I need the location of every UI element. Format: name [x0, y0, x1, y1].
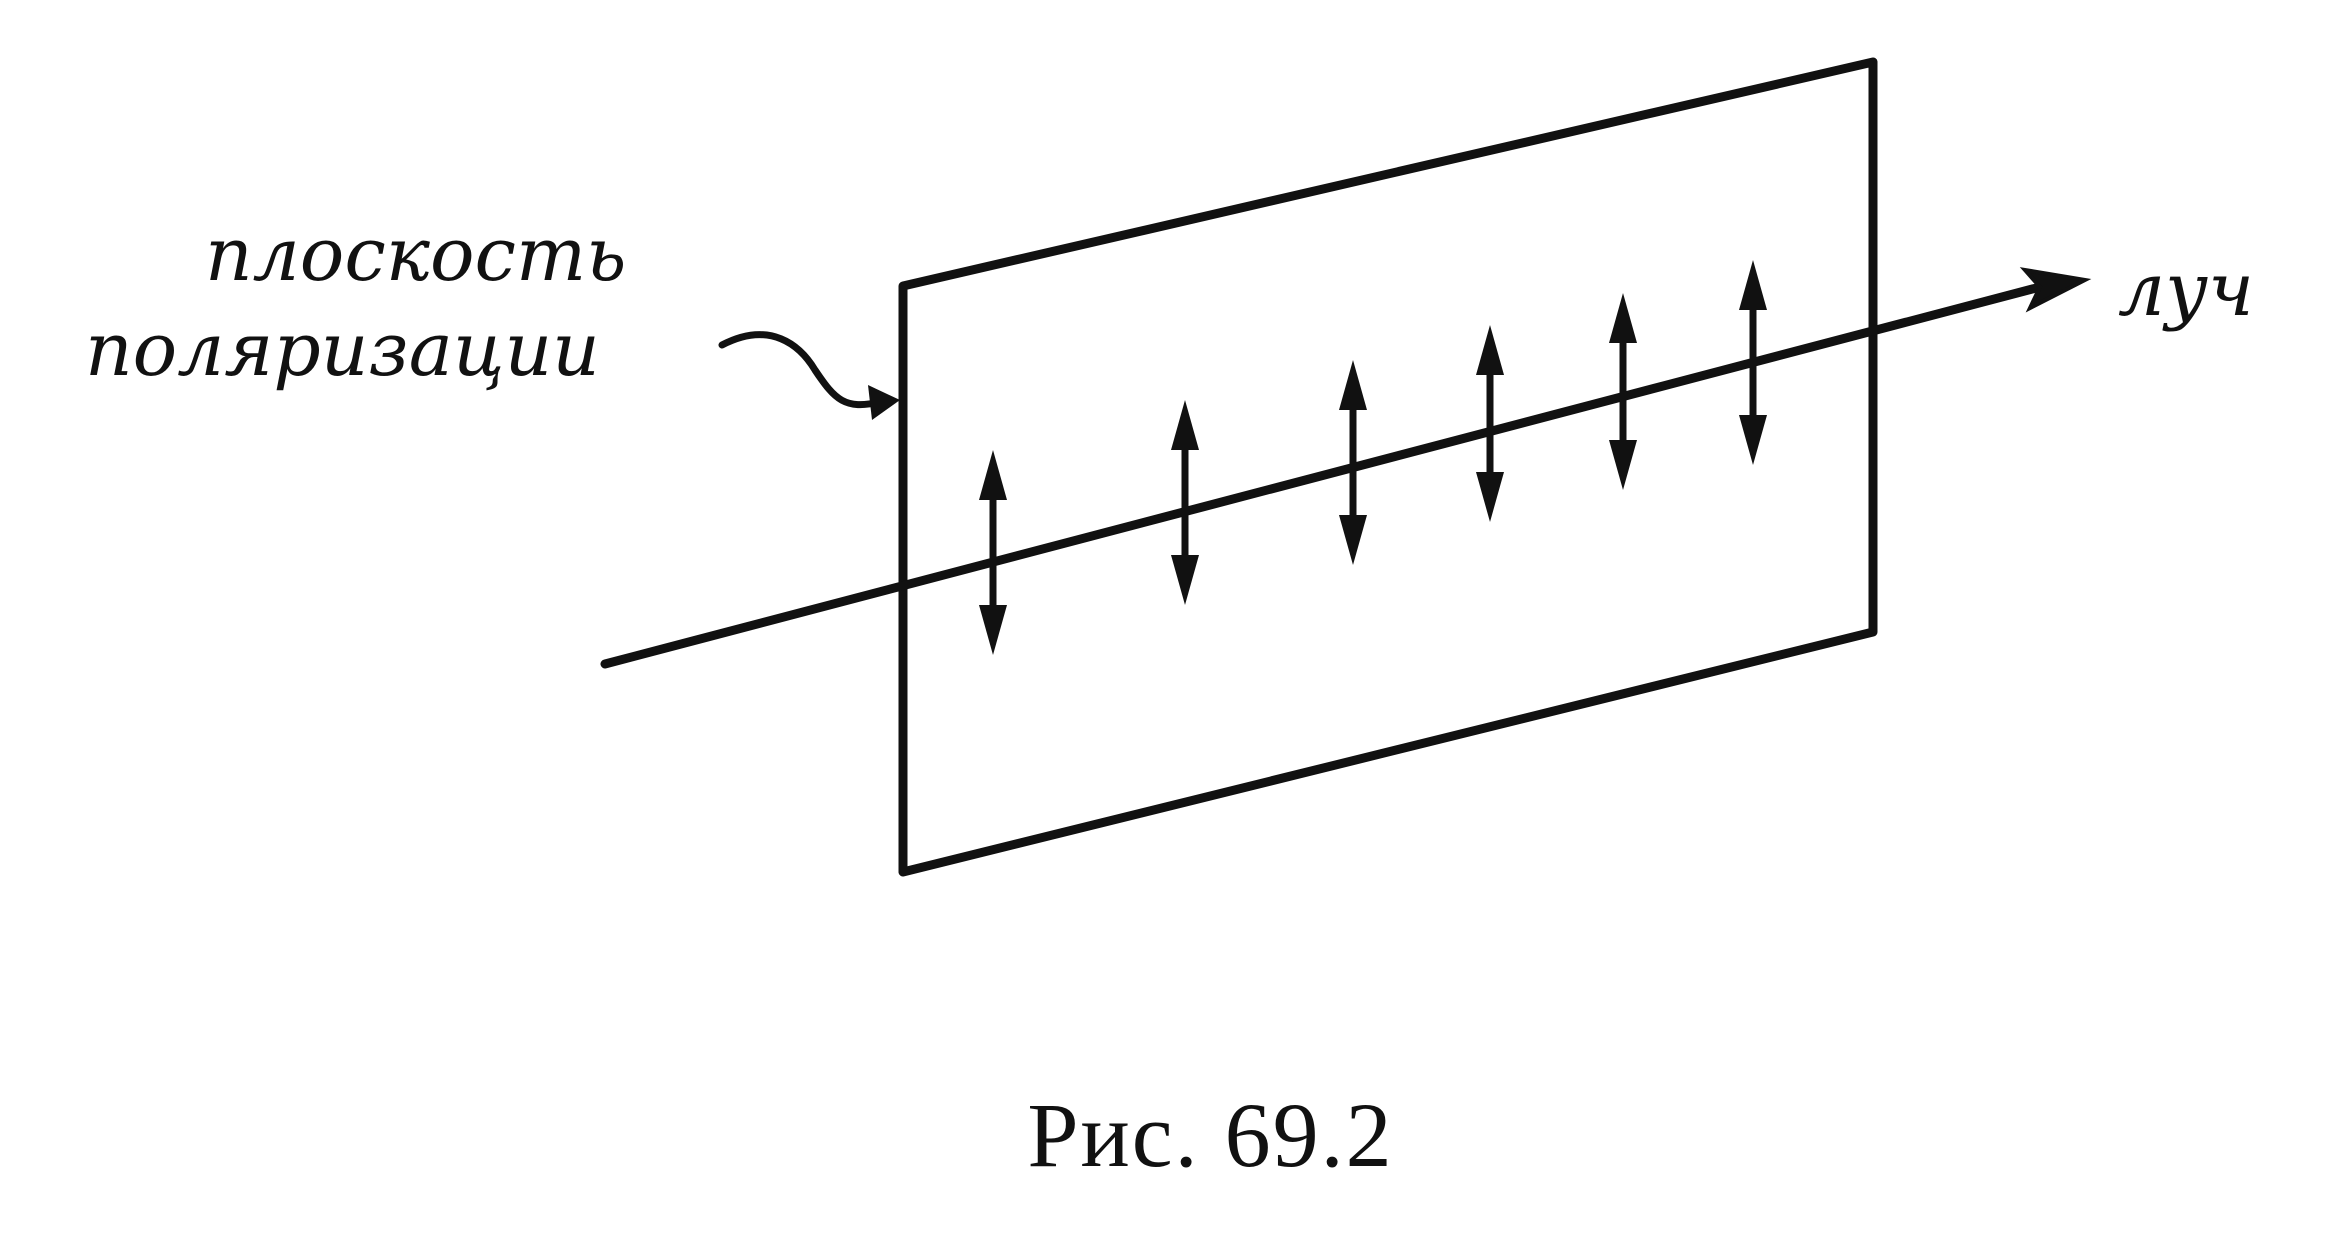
polarization-plane [898, 57, 1878, 877]
figure-caption: Рис. 69.2 [1027, 1084, 1394, 1186]
vibration-arrow [1609, 293, 1637, 490]
vibration-arrow [1171, 400, 1199, 605]
plane-label-line1: плоскость [205, 212, 626, 298]
beam-label: луч [2118, 247, 2254, 333]
light-beam [600, 282, 2045, 669]
plane-label-line2: поляризации [85, 307, 600, 393]
vibration-arrows [979, 260, 1767, 655]
vibration-arrow [1476, 325, 1504, 522]
beam-arrowhead [2019, 267, 2092, 313]
vibration-arrow [979, 450, 1007, 655]
vibration-arrow [1339, 360, 1367, 565]
vibration-arrow [1739, 260, 1767, 465]
label-pointer-arrowhead [868, 385, 900, 420]
label-pointer [718, 331, 884, 409]
